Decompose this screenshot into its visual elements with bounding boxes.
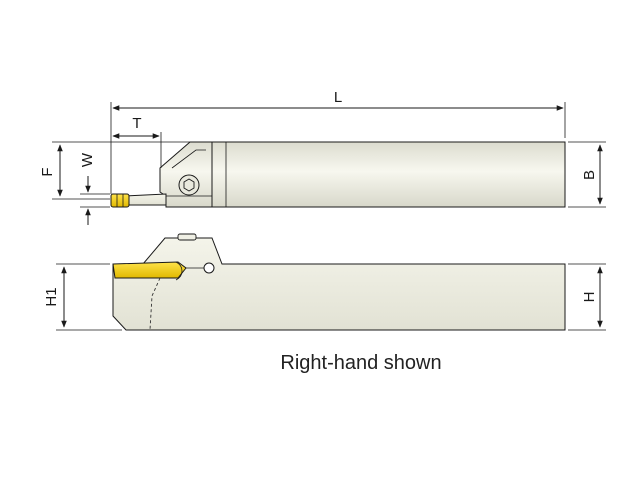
clamp-screw-icon <box>178 174 200 196</box>
dimension-label-T: T <box>132 115 141 132</box>
dimension-label-H1: H1 <box>43 287 60 306</box>
top-view-shank <box>209 141 566 208</box>
top-view-insert <box>110 193 130 208</box>
side-view-body <box>112 237 566 331</box>
dimension-lines: L T F W B H1 H <box>39 89 606 331</box>
top-view-head <box>159 141 213 208</box>
dimension-label-B: B <box>581 170 598 180</box>
top-view-blade <box>124 193 167 206</box>
caption: Right-hand shown <box>280 352 441 374</box>
dimension-label-F: F <box>39 167 56 176</box>
side-view <box>112 233 566 331</box>
dimension-label-W: W <box>79 152 96 167</box>
dimension-label-H: H <box>581 292 598 303</box>
dimension-label-L: L <box>334 89 342 106</box>
side-view-insert <box>112 261 187 279</box>
top-view <box>110 141 566 208</box>
coolant-port-icon <box>203 262 215 274</box>
